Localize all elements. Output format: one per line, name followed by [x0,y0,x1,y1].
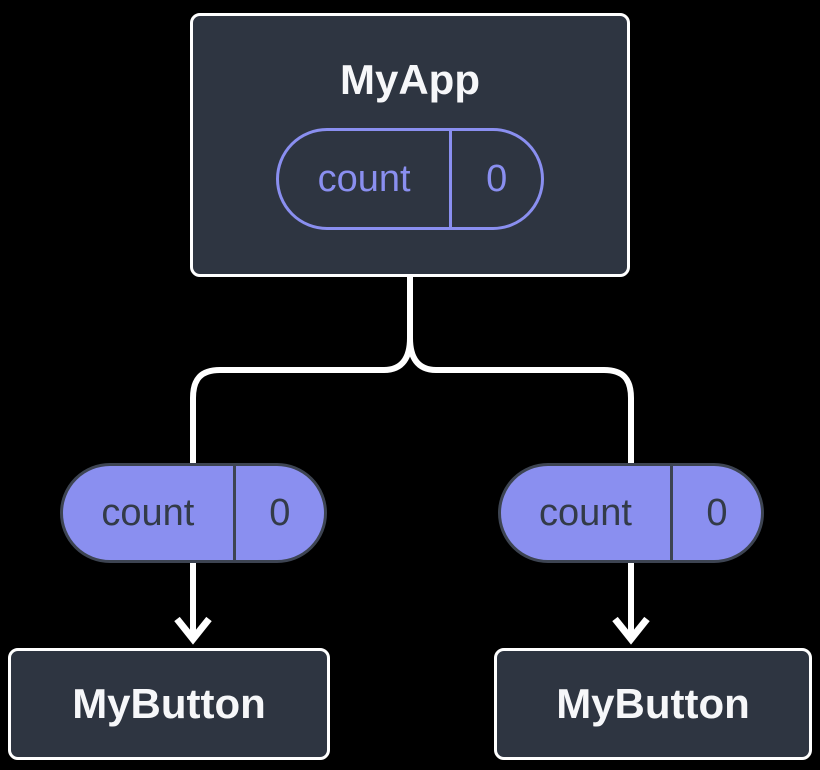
state-pill-value: 0 [486,157,508,200]
prop-pill-value: 0 [706,491,728,534]
state-pill: count 0 [276,128,544,230]
myapp-node: MyApp count 0 [190,13,630,277]
connector-branch-left [190,277,413,464]
prop-pill-value: 0 [269,491,291,534]
state-pill-name: count [279,131,453,227]
arrow-down-icon [174,616,212,645]
mybutton-node-left: MyButton [8,648,330,760]
prop-pill-left: count 0 [60,463,327,563]
node-title: MyButton [72,680,266,727]
node-title: MyApp [340,56,480,103]
node-title: MyButton [556,680,750,727]
arrow-down-icon [612,616,650,645]
prop-pill-name: count [63,466,236,560]
prop-pill-right: count 0 [498,463,764,563]
connector-branch-right [407,337,634,464]
prop-pill-name: count [501,466,673,560]
mybutton-node-right: MyButton [494,648,812,760]
